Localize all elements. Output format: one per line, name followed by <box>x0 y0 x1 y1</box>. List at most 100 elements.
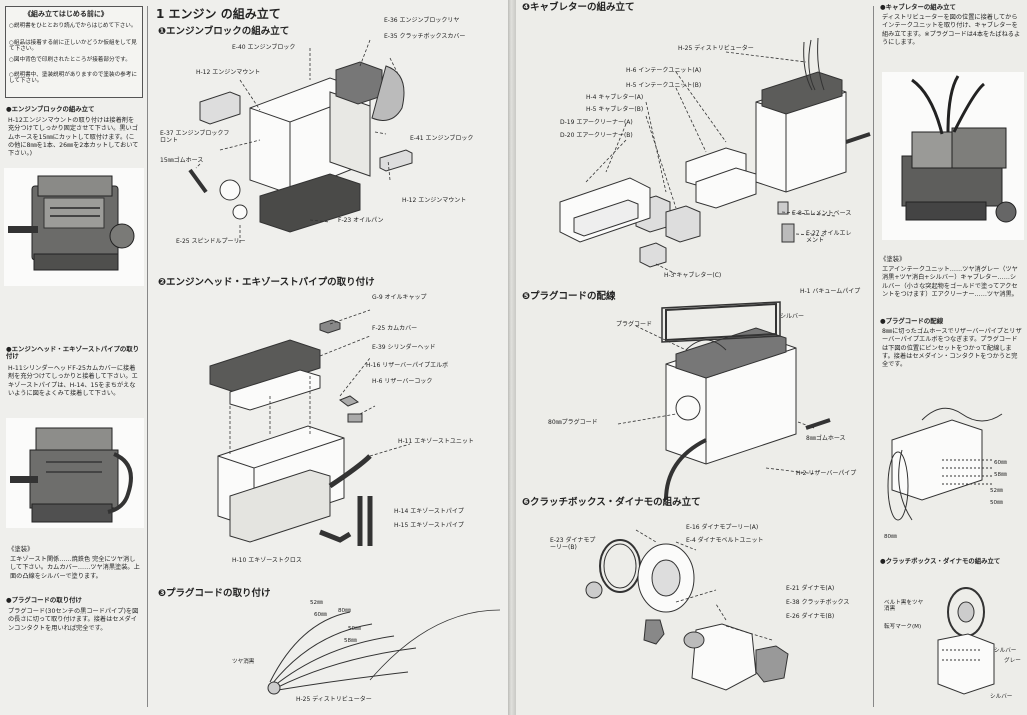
carburetor-photo <box>882 72 1024 240</box>
part-label: H-25 ディストリビューター <box>678 45 754 52</box>
part-label: E-25 スピンドルプーリー <box>176 238 246 245</box>
side-title: ●キャブレターの組み立て <box>880 3 956 11</box>
right-page: ❹キャブレターの組み立て <box>516 0 1027 715</box>
engine-block-diagram <box>188 39 413 245</box>
part-label: H-15 エキゾーストパイプ <box>394 522 464 529</box>
part-label: E-41 エンジンブロック <box>410 135 474 142</box>
part-label: H-5 インテークユニット(B) <box>626 82 702 89</box>
part-label: H-6 インテークユニット(A) <box>626 67 702 74</box>
part-label: H-12 エンジンマウント <box>402 197 467 204</box>
part-label: E-21 ダイナモ(A) <box>786 585 835 592</box>
side-text: プラグコード(30センチの黒コードパイプ)を図の長さに切って取り付けます。接着は… <box>8 608 139 632</box>
part-label: 80㎜プラグコード <box>548 419 598 426</box>
part-label: H-16 リザーバーパイプエルボ <box>366 362 449 369</box>
part-label: H-4 キャブレター(A) <box>586 94 644 101</box>
column-divider <box>147 6 148 707</box>
length-label: 58㎜ <box>344 638 357 644</box>
part-label: E-39 シリンダーヘッド <box>372 344 436 351</box>
part-label: H-1 バキュームパイプ <box>800 288 861 295</box>
side-text: ディストリビューターを図の位置に接着してからインテークユニットを取り付け、キャブ… <box>882 14 1021 47</box>
engine-head-diagram <box>209 309 411 546</box>
length-label: 50㎜ <box>348 626 361 632</box>
paint-label: ツヤ消黒 <box>232 659 255 665</box>
paint-label: グレー <box>1004 658 1021 664</box>
part-label: F-25 カムカバー <box>372 325 418 332</box>
notice-line: ○図中背色で印刷されたところが接着部分です。 <box>9 57 131 63</box>
section-title: ❻クラッチボックス・ダイナモの組み立て <box>522 497 701 508</box>
paint-label: シルバー <box>994 648 1017 654</box>
part-label: E-16 ダイナモプーリー(A) <box>686 524 759 531</box>
part-label: E-38 クラッチボックス <box>786 599 850 606</box>
length-label: 60㎜ <box>994 460 1007 466</box>
part-label: E-40 エンジンブロック <box>232 44 296 51</box>
notice-title: 《組み立てはじめる前に》 <box>24 10 108 18</box>
length-label: 50㎜ <box>990 500 1003 506</box>
column-divider <box>873 6 874 707</box>
paint-label: シルバー <box>990 694 1013 700</box>
side-text: エキゾースト関係……焼鉄色 完全にツヤ消しして下さい。カムカバー……ツヤ消黒塗装… <box>10 556 140 580</box>
part-label: 15㎜ゴムホース <box>160 157 204 164</box>
part-label: H-25 ディストリビューター <box>296 696 372 703</box>
part-label: プラグコード <box>616 321 653 328</box>
part-label: E-36 エンジンブロックリヤ <box>384 17 460 24</box>
length-label: 52㎜ <box>990 488 1003 494</box>
part-label: H-12 エンジンマウント <box>196 69 261 76</box>
notice-box: 《組み立てはじめる前に》 ○説明書をひととおり読んでからはじめて下さい。 ○組品… <box>5 6 143 98</box>
section-title: ❶エンジンブロックの組み立て <box>158 26 290 37</box>
side-title: ●エンジンブロックの組み立て <box>6 105 95 113</box>
clutch-dynamo-diagram <box>585 529 789 691</box>
part-label: E-23 ダイナモプーリー(B) <box>550 537 596 551</box>
side-title: 《塗装》 <box>8 545 34 553</box>
part-label: H-10 エキゾーストクロス <box>232 557 302 564</box>
main-heading: 1 エンジン の組み立て <box>156 7 281 21</box>
notice-line: ○組品は接着する前に正しいかどうか仮組をして見て下さい。 <box>9 40 137 53</box>
plug-wiring-diagram <box>617 301 831 501</box>
page-gutter <box>508 0 516 715</box>
length-label: 80㎜ <box>338 608 351 614</box>
side-text: エアインテークユニット……ツヤ消グレー（ツヤ消黒+ツヤ消白+シルバー）キャブレタ… <box>882 266 1018 299</box>
part-label: E-27 オイルエレメント <box>806 230 852 244</box>
length-label: 60㎜ <box>314 612 327 618</box>
part-label: シルバー <box>780 313 805 320</box>
clutch-paint-diagram <box>937 587 995 695</box>
part-label: H-3 キャブレター(C) <box>664 272 722 279</box>
part-label: E-37 エンジンブロックフロント <box>160 130 230 144</box>
length-label: 80㎜ <box>884 534 897 540</box>
side-title: ●プラグコードの取り付け <box>6 596 82 604</box>
part-label: G-9 オイルキャップ <box>372 294 427 301</box>
paint-label: ベルト黒をツヤ消黒 <box>884 600 924 613</box>
part-label: H-14 エキゾーストパイプ <box>394 508 464 515</box>
side-text: H-12エンジンマウントの取り付けは接着剤を充分つけてしっかり固定させて下さい。… <box>8 117 139 158</box>
side-text: H-11シリンダーヘッドF-25カムカバーに接着剤を充分つけてしっかりと接着して… <box>8 365 138 398</box>
plug-length-diagram <box>887 407 1003 521</box>
length-label: 52㎜ <box>310 600 323 606</box>
carburetor-diagram <box>559 37 871 275</box>
side-title: ●プラグコードの配線 <box>880 317 944 325</box>
side-text: 8㎜に切ったゴムホースでリザーバーパイプとリザーバーパイプエルボをつなぎます。プ… <box>882 328 1022 369</box>
part-label: F-23 オイルパン <box>338 217 384 224</box>
part-label: D-19 エアークリーナー(A) <box>560 119 633 126</box>
part-label: D-20 エアークリーナー(B) <box>560 132 633 139</box>
part-label: E-26 ダイナモ(B) <box>786 613 835 620</box>
part-label: E-8 エレメントベース <box>792 210 852 217</box>
side-title: ●エンジンヘッド・エキゾーストパイプの取り付け <box>6 345 140 361</box>
plug-cord-diagram <box>267 609 501 695</box>
section-title: ❺プラグコードの配線 <box>522 291 616 302</box>
part-label: E-35 クラッチボックスカバー <box>384 33 466 40</box>
section-title: ❸プラグコードの取り付け <box>158 588 271 599</box>
paint-label: 転写マーク(M) <box>884 624 922 630</box>
part-label: H-11 エキゾーストユニット <box>398 438 474 445</box>
part-label: H-2 リザーバーパイプ <box>796 470 857 477</box>
side-title: 《塗装》 <box>880 255 906 263</box>
section-title: ❷エンジンヘッド・エキゾーストパイプの取り付け <box>158 277 375 288</box>
side-title: ●クラッチボックス・ダイナモの組み立て <box>880 557 1001 565</box>
section-title: ❹キャブレターの組み立て <box>522 2 635 13</box>
notice-line: ○説明書中、塗装説明がありますので塗装の参考にして下さい。 <box>9 72 137 85</box>
engine-block-photo <box>4 168 144 286</box>
length-label: 58㎜ <box>994 472 1007 478</box>
part-label: 8㎜ゴムホース <box>806 435 846 442</box>
part-label: H-5 キャブレター(B) <box>586 106 644 113</box>
left-page: 《組み立てはじめる前に》 ○説明書をひととおり読んでからはじめて下さい。 ○組品… <box>0 0 508 715</box>
part-label: H-6 リザーバーコック <box>372 378 433 385</box>
